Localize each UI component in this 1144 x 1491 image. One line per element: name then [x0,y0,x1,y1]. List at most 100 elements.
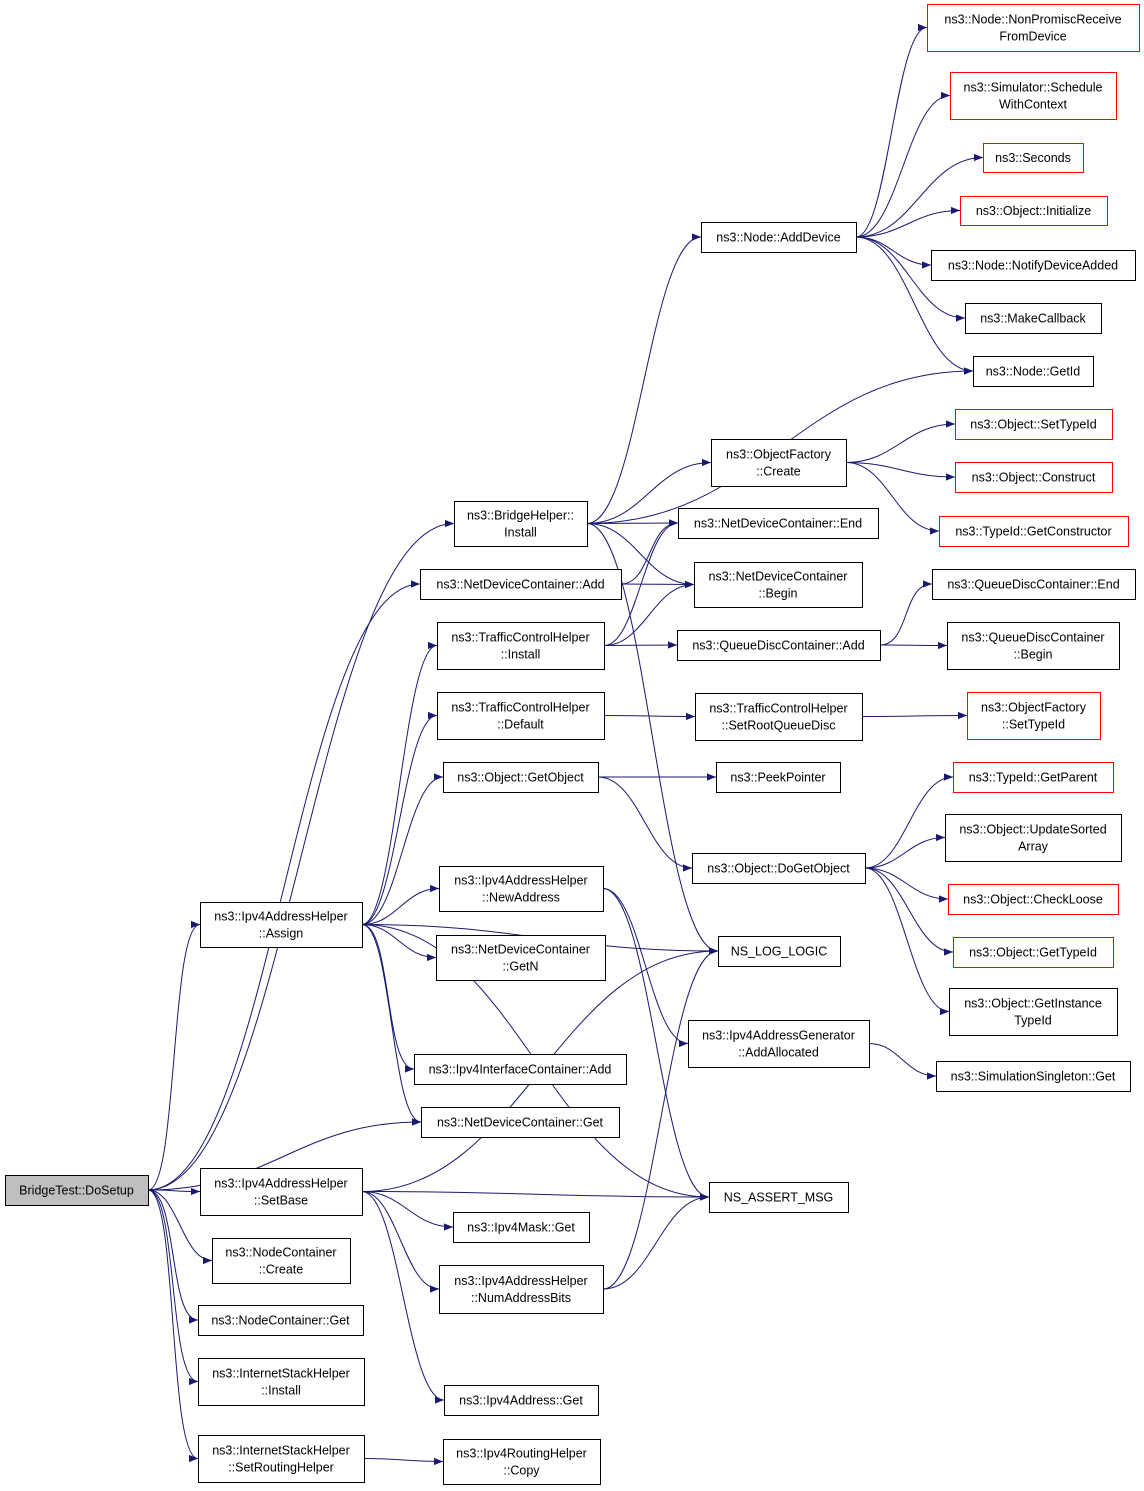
node-ndc_get[interactable]: ns3::NetDeviceContainer::Get [421,1107,620,1138]
node-box[interactable] [945,814,1122,862]
node-qdc_begin[interactable]: ns3::QueueDiscContainer::Begin [947,622,1120,670]
node-box[interactable] [960,196,1108,226]
node-box[interactable] [927,4,1140,52]
node-bh_install[interactable]: ns3::BridgeHelper::Install [454,501,588,547]
node-box[interactable] [437,622,605,670]
node-box[interactable] [421,1107,620,1138]
node-box[interactable] [198,1358,365,1406]
node-box[interactable] [939,516,1129,547]
node-of_settypeid[interactable]: ns3::ObjectFactory::SetTypeId [967,692,1101,740]
node-ipv4ag_addallocated[interactable]: ns3::Ipv4AddressGenerator::AddAllocated [688,1020,870,1068]
node-box[interactable] [678,508,879,539]
node-box[interactable] [443,762,599,793]
node-box[interactable] [701,222,857,253]
node-ipv4ah_numaddressbits[interactable]: ns3::Ipv4AddressHelper::NumAddressBits [439,1265,604,1314]
node-box[interactable] [437,692,605,740]
node-box[interactable] [955,462,1113,493]
node-typeid_getconstructor[interactable]: ns3::TypeId::GetConstructor [939,516,1129,547]
node-box[interactable] [967,692,1101,740]
node-box[interactable] [439,866,604,912]
node-obj_gettypeid[interactable]: ns3::Object::GetTypeId [953,937,1114,968]
node-box[interactable] [677,630,881,661]
node-node_notify[interactable]: ns3::Node::NotifyDeviceAdded [931,250,1136,281]
node-nc_get[interactable]: ns3::NodeContainer::Get [198,1305,364,1336]
node-box[interactable] [983,143,1084,173]
node-tch_setroot[interactable]: ns3::TrafficControlHelper::SetRootQueueD… [695,693,863,741]
node-box[interactable] [973,356,1094,387]
node-box[interactable] [5,1175,149,1206]
node-box[interactable] [694,562,863,608]
node-peekpointer[interactable]: ns3::PeekPointer [716,762,841,793]
node-box[interactable] [200,1168,363,1216]
node-box[interactable] [932,569,1136,600]
node-box[interactable] [444,1385,599,1416]
node-ipv4ah_assign[interactable]: ns3::Ipv4AddressHelper::Assign [200,902,363,948]
node-ndc_getn[interactable]: ns3::NetDeviceContainer::GetN [436,935,606,981]
node-box[interactable] [200,902,363,948]
node-ipv4ah_setbase[interactable]: ns3::Ipv4AddressHelper::SetBase [200,1168,363,1216]
node-box[interactable] [711,439,847,487]
node-ndc_begin[interactable]: ns3::NetDeviceContainer::Begin [694,562,863,608]
node-ipv4addr_get[interactable]: ns3::Ipv4Address::Get [444,1385,599,1416]
node-nc_create[interactable]: ns3::NodeContainer::Create [212,1238,351,1284]
node-box[interactable] [454,501,588,547]
node-box[interactable] [198,1305,364,1336]
node-box[interactable] [716,762,841,793]
node-makecallback[interactable]: ns3::MakeCallback [965,303,1102,334]
node-box[interactable] [212,1238,351,1284]
node-simsingleton_get[interactable]: ns3::SimulationSingleton::Get [936,1061,1131,1092]
node-box[interactable] [950,72,1117,120]
node-node_getid[interactable]: ns3::Node::GetId [973,356,1094,387]
node-box[interactable] [949,988,1118,1036]
node-box[interactable] [692,853,866,884]
node-obj_settypeid[interactable]: ns3::Object::SetTypeId [955,409,1113,440]
node-ndc_add[interactable]: ns3::NetDeviceContainer::Add [420,569,622,600]
node-obj_construct[interactable]: ns3::Object::Construct [955,462,1113,493]
node-typeid_getparent[interactable]: ns3::TypeId::GetParent [953,762,1114,793]
node-node_adddevice[interactable]: ns3::Node::AddDevice [701,222,857,253]
node-ndc_end[interactable]: ns3::NetDeviceContainer::End [678,508,879,539]
node-obj_getobject[interactable]: ns3::Object::GetObject [443,762,599,793]
node-box[interactable] [443,1439,601,1485]
node-box[interactable] [198,1435,365,1483]
node-obj_dogetobject[interactable]: ns3::Object::DoGetObject [692,853,866,884]
node-seconds[interactable]: ns3::Seconds [983,143,1084,173]
node-ish_install[interactable]: ns3::InternetStackHelper::Install [198,1358,365,1406]
node-obj_checkloose[interactable]: ns3::Object::CheckLoose [948,884,1119,915]
node-tch_install[interactable]: ns3::TrafficControlHelper::Install [437,622,605,670]
node-ns_assert_msg[interactable]: NS_ASSERT_MSG [709,1182,849,1213]
node-ipv4ah_newaddress[interactable]: ns3::Ipv4AddressHelper::NewAddress [439,866,604,912]
node-tch_default[interactable]: ns3::TrafficControlHelper::Default [437,692,605,740]
node-box[interactable] [931,250,1136,281]
node-box[interactable] [955,409,1113,440]
node-ns_log_logic[interactable]: NS_LOG_LOGIC [718,936,841,967]
node-box[interactable] [947,622,1120,670]
node-ish_setrouting[interactable]: ns3::InternetStackHelper::SetRoutingHelp… [198,1435,365,1483]
node-box[interactable] [439,1265,604,1314]
node-of_create[interactable]: ns3::ObjectFactory::Create [711,439,847,487]
node-qdc_add[interactable]: ns3::QueueDiscContainer::Add [677,630,881,661]
node-box[interactable] [953,937,1114,968]
node-box[interactable] [948,884,1119,915]
node-root[interactable]: BridgeTest::DoSetup [5,1175,149,1206]
node-box[interactable] [414,1054,627,1085]
node-box[interactable] [453,1212,590,1243]
node-box[interactable] [420,569,622,600]
node-ipv4rh_copy[interactable]: ns3::Ipv4RoutingHelper::Copy [443,1439,601,1485]
node-box[interactable] [695,693,863,741]
node-box[interactable] [936,1061,1131,1092]
node-box[interactable] [688,1020,870,1068]
node-qdc_end[interactable]: ns3::QueueDiscContainer::End [932,569,1136,600]
node-ipv4ic_add[interactable]: ns3::Ipv4InterfaceContainer::Add [414,1054,627,1085]
node-box[interactable] [965,303,1102,334]
node-box[interactable] [436,935,606,981]
node-box[interactable] [709,1182,849,1213]
node-obj_initialize[interactable]: ns3::Object::Initialize [960,196,1108,226]
node-ipv4mask_get[interactable]: ns3::Ipv4Mask::Get [453,1212,590,1243]
node-box[interactable] [718,936,841,967]
node-box[interactable] [953,762,1114,793]
